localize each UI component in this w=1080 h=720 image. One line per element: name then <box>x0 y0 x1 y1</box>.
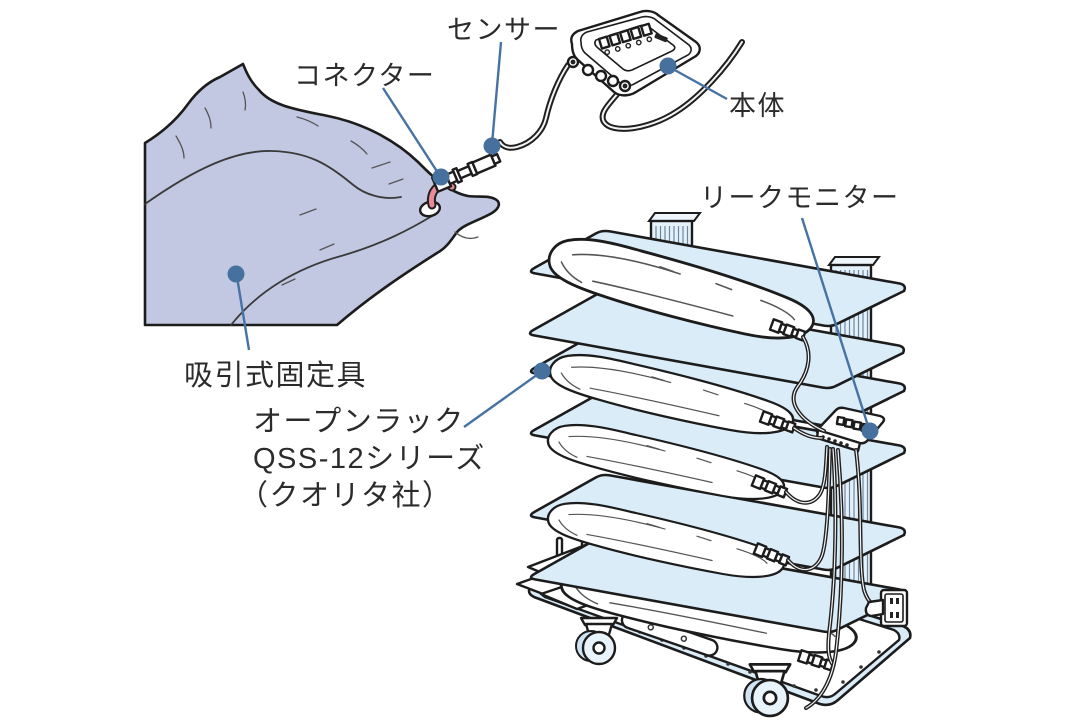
caster-left <box>574 616 619 666</box>
label-main-unit: 本体 <box>729 91 786 121</box>
sensor-assembly <box>431 152 502 193</box>
label-sensor: センサー <box>447 15 561 45</box>
label-leak-monitor: リークモニター <box>700 183 900 213</box>
leader-connector <box>381 87 442 177</box>
suction-fixture <box>143 62 501 327</box>
label-suction-fixture: 吸引式固定具 <box>184 360 368 392</box>
main-unit-ports <box>566 55 632 93</box>
leader-sensor <box>490 41 503 145</box>
output-cable <box>599 39 745 132</box>
label-rack-maker: （クオリタ社） <box>239 480 453 512</box>
leader-suction-fixture <box>235 276 251 351</box>
open-rack <box>515 212 912 718</box>
callout-dot-rack <box>533 362 551 380</box>
monitor-cables <box>784 335 879 710</box>
wall-outlet <box>864 588 909 628</box>
callout-dot-connector <box>432 168 450 186</box>
sensor-cable <box>497 62 571 151</box>
label-rack-name: オープンラック <box>253 406 465 438</box>
leader-rack <box>463 371 542 428</box>
leader-leak-monitor <box>800 217 871 430</box>
main-unit-display <box>597 22 653 56</box>
callouts <box>227 41 879 440</box>
callout-dot-main-unit <box>659 57 677 75</box>
label-rack-series: QSS-12シリーズ <box>253 443 486 475</box>
power-plug <box>864 598 885 618</box>
leader-main-unit <box>670 66 728 101</box>
main-unit-label-chip <box>654 33 668 43</box>
callout-dot-leak-monitor <box>861 422 879 440</box>
callout-dot-suction-fixture <box>227 265 245 283</box>
label-rack: オープンラック QSS-12シリーズ （クオリタ社） <box>239 404 486 515</box>
callout-dot-sensor <box>483 137 501 155</box>
label-connector: コネクター <box>294 61 436 91</box>
main-unit-device <box>566 9 701 97</box>
